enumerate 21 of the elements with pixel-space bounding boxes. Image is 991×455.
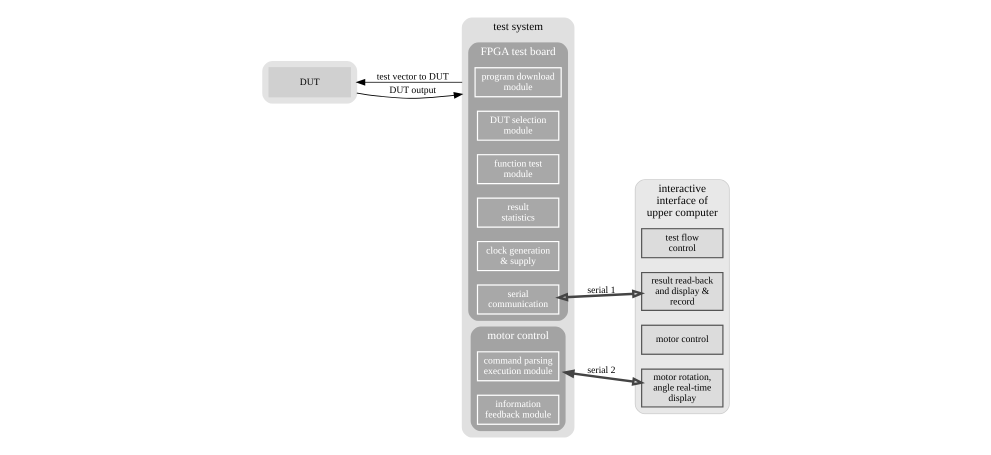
arrow [355, 78, 462, 86]
edge-label: test vector to DUT [376, 72, 448, 83]
arrow [356, 92, 463, 99]
node-box: result statistics [476, 198, 559, 228]
node-box: DUT selection module [476, 110, 559, 141]
node-box: test flow control [640, 228, 723, 258]
node-box: motor control [640, 324, 723, 355]
node-box: clock generation & supply [476, 240, 559, 272]
node-box: information feedback module [476, 394, 559, 425]
edge-label: DUT output [388, 85, 436, 96]
edge-label: serial 1 [586, 284, 615, 296]
node-box: serial communication [476, 284, 559, 315]
node-box: motor rotation, angle real-time display [640, 368, 723, 408]
arrow [554, 289, 645, 302]
node-box: command parsing execution module [476, 351, 559, 382]
node-box: result read-back and display & record [640, 272, 723, 311]
node-box: function test module [476, 154, 559, 184]
arrow [561, 369, 644, 386]
node-box: program download module [474, 67, 562, 98]
cluster [262, 60, 357, 104]
edge-label: serial 2 [586, 365, 615, 376]
